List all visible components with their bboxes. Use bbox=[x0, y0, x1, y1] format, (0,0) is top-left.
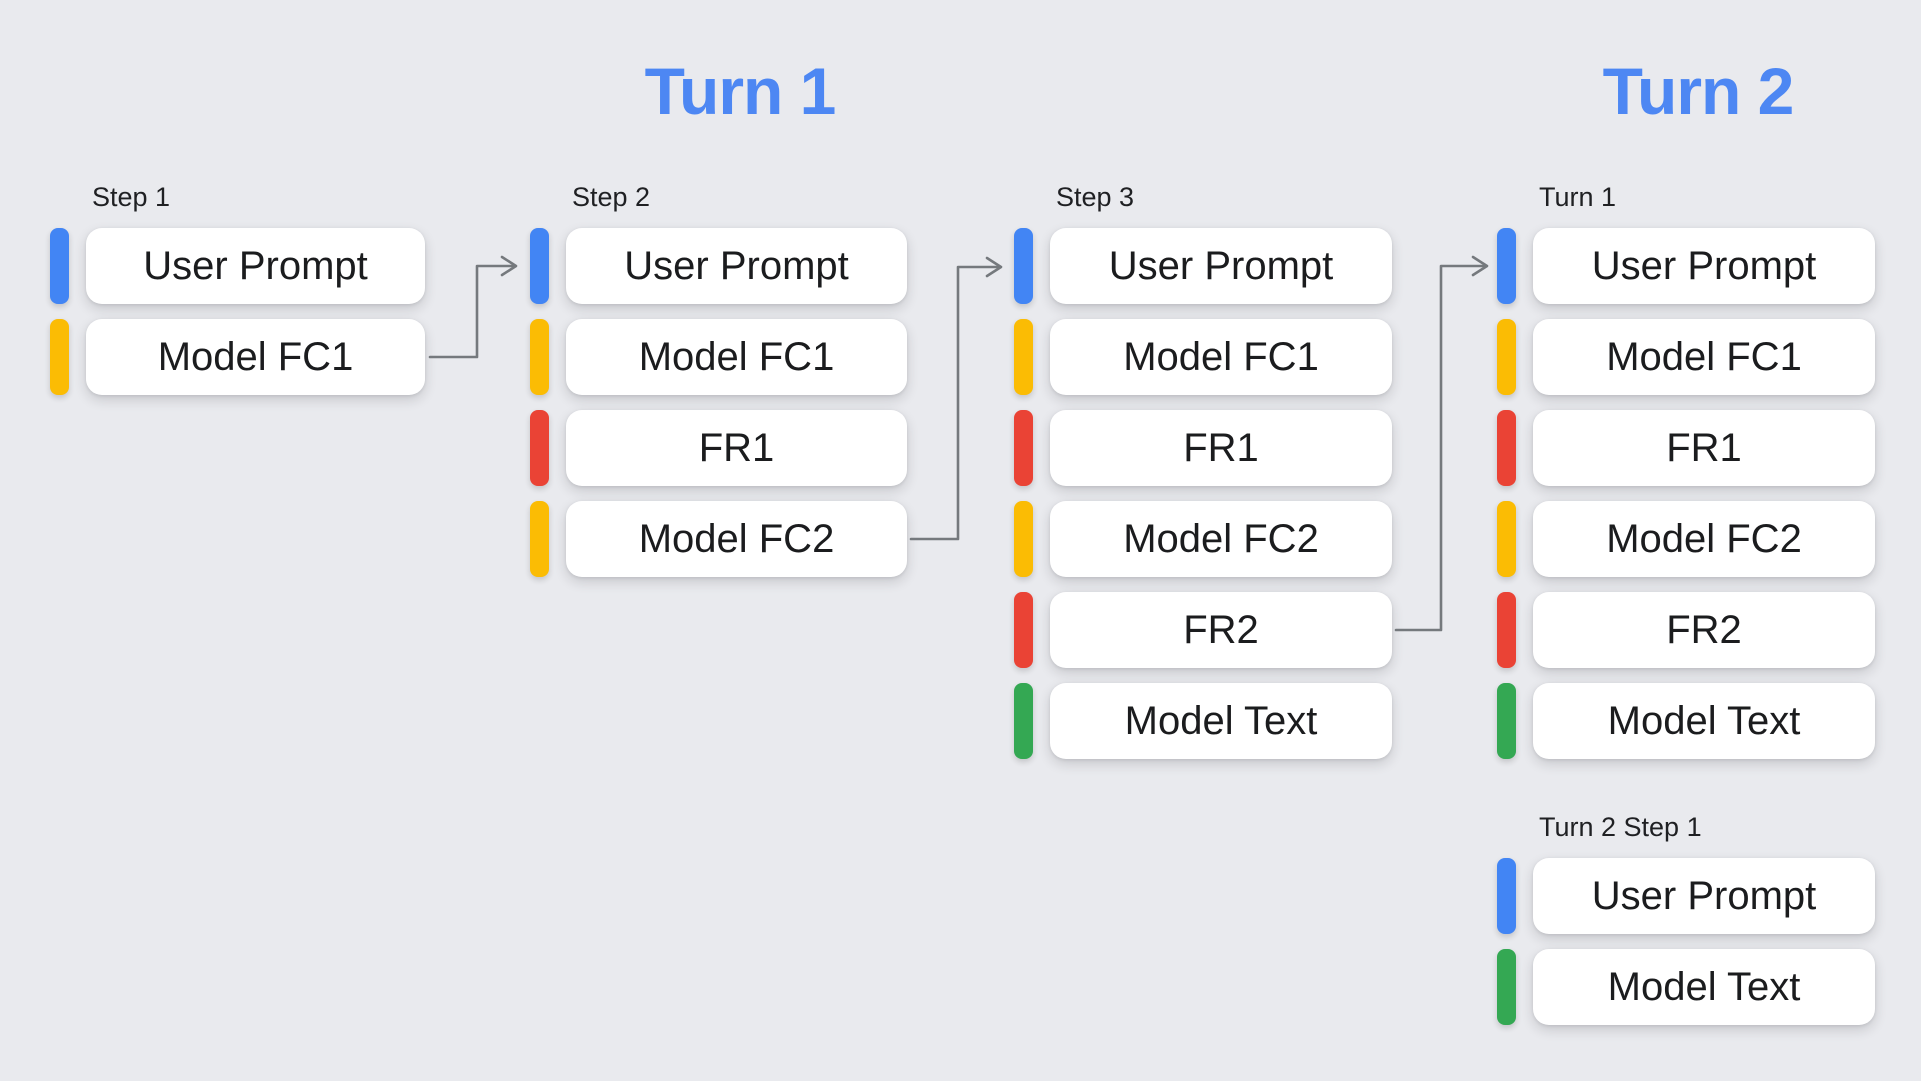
card-label: User Prompt bbox=[1108, 244, 1334, 288]
function-response-bar bbox=[1497, 410, 1516, 486]
card-label: Model FC2 bbox=[638, 517, 835, 561]
arrow-step2-to-step3 bbox=[909, 256, 1003, 541]
card-label: FR1 bbox=[698, 426, 775, 470]
column-turn-2-step-1: Turn 2 Step 1 User Prompt Model Text bbox=[1497, 812, 1875, 1040]
model-fc1-card: Model FC1 bbox=[566, 319, 907, 395]
column-label: Turn 1 bbox=[1539, 182, 1617, 212]
item-row: User Prompt bbox=[1497, 858, 1875, 934]
user-prompt-card: User Prompt bbox=[1050, 228, 1392, 304]
column-label: Turn 2 Step 1 bbox=[1539, 812, 1702, 842]
arrow-step1-to-step2 bbox=[428, 255, 518, 359]
item-row: Model FC2 bbox=[530, 501, 907, 577]
card-label: Model FC1 bbox=[157, 335, 354, 379]
item-row: Model Text bbox=[1497, 683, 1875, 759]
model-fc-bar bbox=[1014, 501, 1033, 577]
item-row: FR1 bbox=[1014, 410, 1392, 486]
model-fc-bar bbox=[1497, 501, 1516, 577]
card-label: User Prompt bbox=[1591, 244, 1817, 288]
user-prompt-card: User Prompt bbox=[1533, 228, 1875, 304]
model-fc2-card: Model FC2 bbox=[566, 501, 907, 577]
model-text-bar bbox=[1014, 683, 1033, 759]
column-label: Step 2 bbox=[572, 182, 651, 212]
user-prompt-card: User Prompt bbox=[566, 228, 907, 304]
item-row: Model FC1 bbox=[1014, 319, 1392, 395]
column-step-3: Step 3 User Prompt Model FC1 FR1 Model F… bbox=[1014, 182, 1392, 774]
card-label: Model FC2 bbox=[1123, 517, 1319, 561]
model-fc-bar bbox=[1014, 319, 1033, 395]
model-fc-bar bbox=[1497, 319, 1516, 395]
model-fc2-card: Model FC2 bbox=[1050, 501, 1392, 577]
item-row: User Prompt bbox=[530, 228, 907, 304]
user-prompt-bar bbox=[1497, 858, 1516, 934]
model-text-card: Model Text bbox=[1533, 949, 1875, 1025]
column-label: Step 1 bbox=[92, 182, 171, 212]
user-prompt-card: User Prompt bbox=[1533, 858, 1875, 934]
model-fc-bar bbox=[530, 501, 549, 577]
item-row: FR1 bbox=[1497, 410, 1875, 486]
model-fc-bar bbox=[530, 319, 549, 395]
model-text-card: Model Text bbox=[1050, 683, 1392, 759]
card-label: FR2 bbox=[1666, 608, 1742, 652]
column-step-1: Step 1 User Prompt Model FC1 bbox=[50, 182, 425, 410]
column-step-2: Step 2 User Prompt Model FC1 FR1 Model F… bbox=[530, 182, 907, 592]
fr2-card: FR2 bbox=[1533, 592, 1875, 668]
item-row: User Prompt bbox=[50, 228, 425, 304]
card-label: User Prompt bbox=[624, 244, 849, 288]
card-label: Model FC2 bbox=[1606, 517, 1802, 561]
model-fc1-card: Model FC1 bbox=[1050, 319, 1392, 395]
model-fc-bar bbox=[50, 319, 69, 395]
model-text-bar bbox=[1497, 683, 1516, 759]
item-row: Model FC1 bbox=[1497, 319, 1875, 395]
fr1-card: FR1 bbox=[1533, 410, 1875, 486]
user-prompt-bar bbox=[1014, 228, 1033, 304]
function-response-bar bbox=[530, 410, 549, 486]
card-label: Model FC1 bbox=[1606, 335, 1802, 379]
model-text-bar bbox=[1497, 949, 1516, 1025]
user-prompt-card: User Prompt bbox=[86, 228, 425, 304]
item-row: User Prompt bbox=[1014, 228, 1392, 304]
user-prompt-bar bbox=[50, 228, 69, 304]
model-fc2-card: Model FC2 bbox=[1533, 501, 1875, 577]
card-label: FR2 bbox=[1183, 608, 1259, 652]
card-label: Model Text bbox=[1607, 965, 1801, 1009]
card-label: FR1 bbox=[1666, 426, 1742, 470]
model-fc1-card: Model FC1 bbox=[1533, 319, 1875, 395]
card-label: User Prompt bbox=[143, 244, 368, 288]
function-response-bar bbox=[1014, 410, 1033, 486]
user-prompt-bar bbox=[530, 228, 549, 304]
arrow-step3-to-turn2 bbox=[1394, 255, 1489, 632]
card-label: Model Text bbox=[1124, 699, 1318, 743]
item-row: Model FC2 bbox=[1014, 501, 1392, 577]
column-label: Step 3 bbox=[1056, 182, 1135, 212]
item-row: FR2 bbox=[1497, 592, 1875, 668]
item-row: Model Text bbox=[1497, 949, 1875, 1025]
user-prompt-bar bbox=[1497, 228, 1516, 304]
item-row: User Prompt bbox=[1497, 228, 1875, 304]
fr1-card: FR1 bbox=[566, 410, 907, 486]
card-label: User Prompt bbox=[1591, 874, 1817, 918]
function-response-bar bbox=[1014, 592, 1033, 668]
fr1-card: FR1 bbox=[1050, 410, 1392, 486]
column-turn-1-history: Turn 1 User Prompt Model FC1 FR1 Model F… bbox=[1497, 182, 1875, 774]
item-row: FR2 bbox=[1014, 592, 1392, 668]
model-fc1-card: Model FC1 bbox=[86, 319, 425, 395]
item-row: Model FC1 bbox=[530, 319, 907, 395]
turn-2-heading: Turn 2 bbox=[1602, 54, 1795, 128]
card-label: Model FC1 bbox=[1123, 335, 1319, 379]
item-row: Model FC1 bbox=[50, 319, 425, 395]
function-response-bar bbox=[1497, 592, 1516, 668]
item-row: Model Text bbox=[1014, 683, 1392, 759]
item-row: FR1 bbox=[530, 410, 907, 486]
card-label: FR1 bbox=[1183, 426, 1259, 470]
card-label: Model Text bbox=[1607, 699, 1801, 743]
item-row: Model FC2 bbox=[1497, 501, 1875, 577]
turn-1-heading: Turn 1 bbox=[644, 54, 837, 128]
card-label: Model FC1 bbox=[638, 335, 835, 379]
model-text-card: Model Text bbox=[1533, 683, 1875, 759]
fr2-card: FR2 bbox=[1050, 592, 1392, 668]
